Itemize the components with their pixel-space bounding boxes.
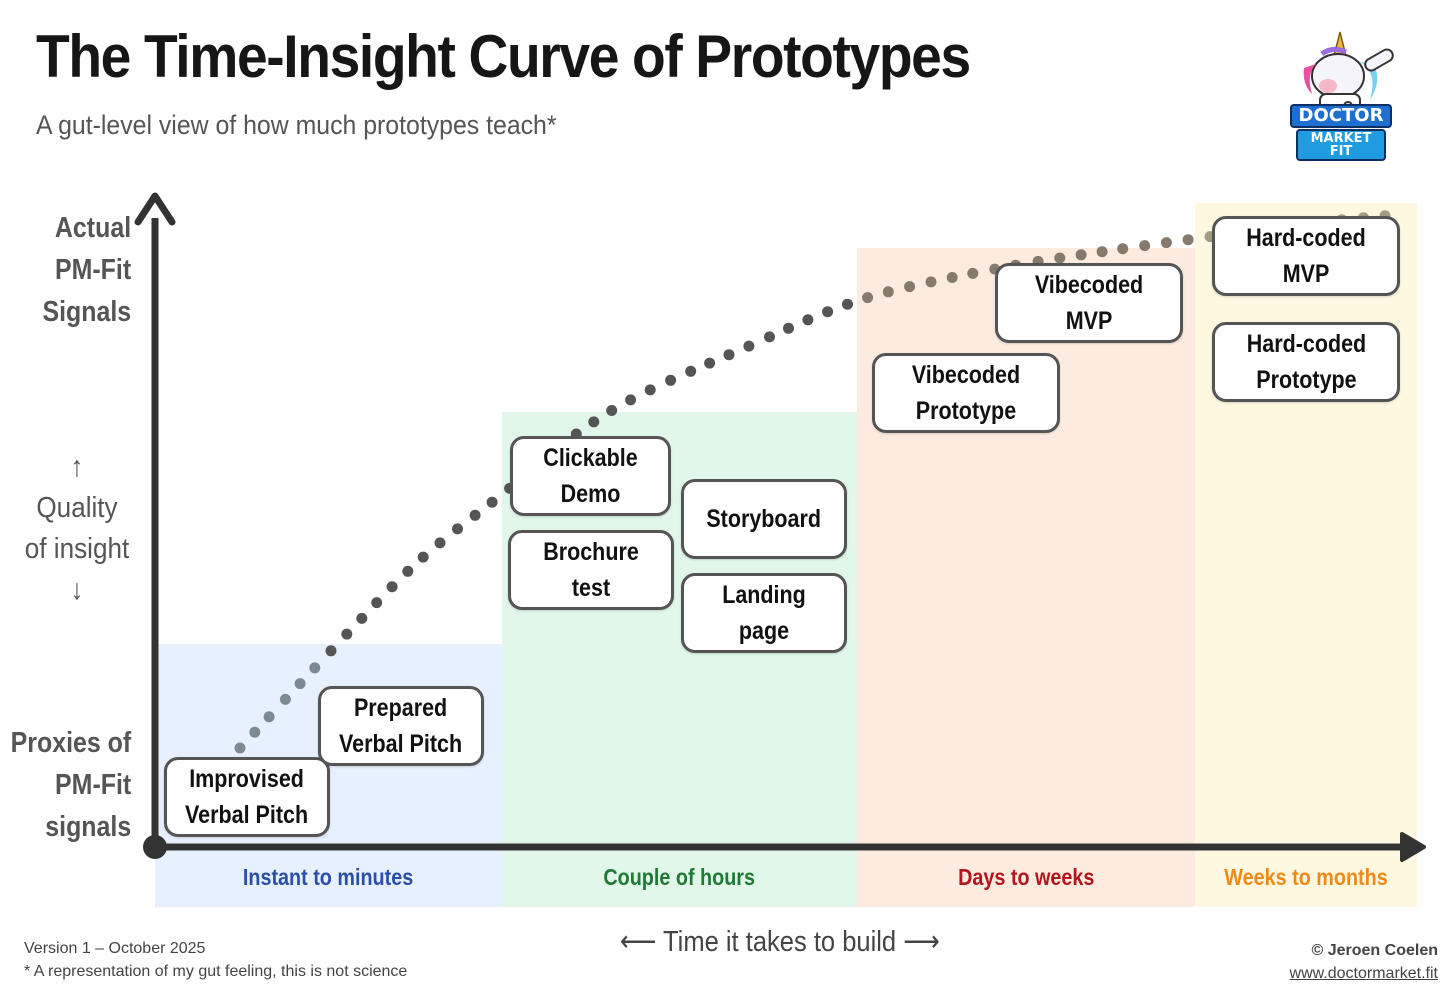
curve-dot bbox=[235, 743, 246, 754]
curve-dot bbox=[842, 299, 853, 310]
curve-dot bbox=[947, 272, 958, 283]
curve-dot bbox=[249, 727, 260, 738]
curve-dot bbox=[371, 597, 382, 608]
card-vibecoded-prototype: Vibecoded Prototype bbox=[872, 353, 1060, 433]
curve-dot bbox=[387, 581, 398, 592]
card-prepared-verbal-pitch: Prepared Verbal Pitch bbox=[318, 686, 484, 766]
card-hard-coded-prototype: Hard-coded Prototype bbox=[1212, 322, 1400, 402]
curve-dot bbox=[625, 394, 636, 405]
curve-dot bbox=[743, 341, 754, 352]
curve-dot bbox=[1183, 234, 1194, 245]
axis-origin-dot bbox=[143, 835, 167, 859]
x-axis-title: ⟵ Time it takes to build ⟶ bbox=[560, 924, 1000, 959]
curve-dot bbox=[418, 552, 429, 563]
curve-dot bbox=[764, 331, 775, 342]
curve-dot bbox=[326, 645, 337, 656]
curve-dot bbox=[295, 678, 306, 689]
copyright-text: © Jeroen Coelen bbox=[1312, 942, 1439, 960]
card-hard-coded-mvp: Hard-coded MVP bbox=[1212, 216, 1400, 296]
curve-dot bbox=[452, 523, 463, 534]
curve-dot bbox=[487, 497, 498, 508]
curve-dot bbox=[862, 292, 873, 303]
card-clickable-demo: Clickable Demo bbox=[510, 436, 671, 516]
card-vibecoded-mvp: Vibecoded MVP bbox=[995, 263, 1183, 343]
curve-dot bbox=[783, 323, 794, 334]
card-storyboard: Storyboard bbox=[681, 479, 847, 559]
curve-dot bbox=[704, 358, 715, 369]
curve-dot bbox=[1076, 249, 1087, 260]
y-label-top-line: Actual bbox=[42, 207, 131, 249]
curve-dot bbox=[967, 268, 978, 279]
y-label-middle-line: Quality bbox=[17, 488, 138, 529]
curve-dot bbox=[356, 613, 367, 624]
curve-dot bbox=[1117, 243, 1128, 254]
y-label-top-line: PM-Fit bbox=[42, 249, 131, 291]
y-label-bottom-line: signals bbox=[10, 806, 131, 848]
card-landing-page: Landing page bbox=[681, 573, 847, 653]
curve-dot bbox=[883, 286, 894, 297]
curve-dot bbox=[724, 349, 735, 360]
curve-dot bbox=[904, 281, 915, 292]
curve-dot bbox=[588, 416, 599, 427]
y-label-top: Actual PM-Fit Signals bbox=[42, 207, 131, 333]
x-category-weeks: Weeks to months bbox=[1195, 864, 1417, 891]
curve-dot bbox=[606, 405, 617, 416]
curve-dot bbox=[1097, 246, 1108, 257]
curve-dot bbox=[665, 375, 676, 386]
y-label-bottom: Proxies of PM-Fit signals bbox=[10, 722, 131, 848]
curve-dot bbox=[1054, 253, 1065, 264]
website-link[interactable]: www.doctormarket.fit bbox=[1290, 965, 1438, 983]
y-label-bottom-line: Proxies of bbox=[10, 722, 131, 764]
curve-dot bbox=[926, 276, 937, 287]
curve-dot bbox=[645, 384, 656, 395]
curve-dot bbox=[402, 566, 413, 577]
x-category-instant: Instant to minutes bbox=[155, 864, 502, 891]
curve-dot bbox=[802, 314, 813, 325]
curve-dot bbox=[1161, 237, 1172, 248]
y-label-middle: ↑ Quality of insight ↓ bbox=[17, 447, 138, 611]
card-brochure-test: Brochure test bbox=[508, 530, 674, 610]
curve-dot bbox=[1139, 240, 1150, 251]
curve-dot bbox=[822, 306, 833, 317]
y-label-top-line: Signals bbox=[42, 291, 131, 333]
curve-dot bbox=[280, 694, 291, 705]
curve-dot bbox=[309, 662, 320, 673]
up-arrow-icon: ↑ bbox=[17, 447, 138, 488]
x-axis-arrowhead bbox=[1402, 834, 1424, 860]
version-text: Version 1 – October 2025 bbox=[24, 940, 205, 958]
card-improvised-verbal-pitch: Improvised Verbal Pitch bbox=[164, 757, 330, 837]
y-label-bottom-line: PM-Fit bbox=[10, 764, 131, 806]
y-label-middle-line: of insight bbox=[17, 529, 138, 570]
x-category-days: Days to weeks bbox=[857, 864, 1195, 891]
curve-dot bbox=[435, 537, 446, 548]
curve-dot bbox=[685, 366, 696, 377]
down-arrow-icon: ↓ bbox=[17, 570, 138, 611]
x-category-hours: Couple of hours bbox=[502, 864, 857, 891]
curve-dot bbox=[264, 711, 275, 722]
curve-dot bbox=[341, 629, 352, 640]
curve-dot bbox=[470, 510, 481, 521]
footnote-text: * A representation of my gut feeling, th… bbox=[24, 963, 407, 981]
